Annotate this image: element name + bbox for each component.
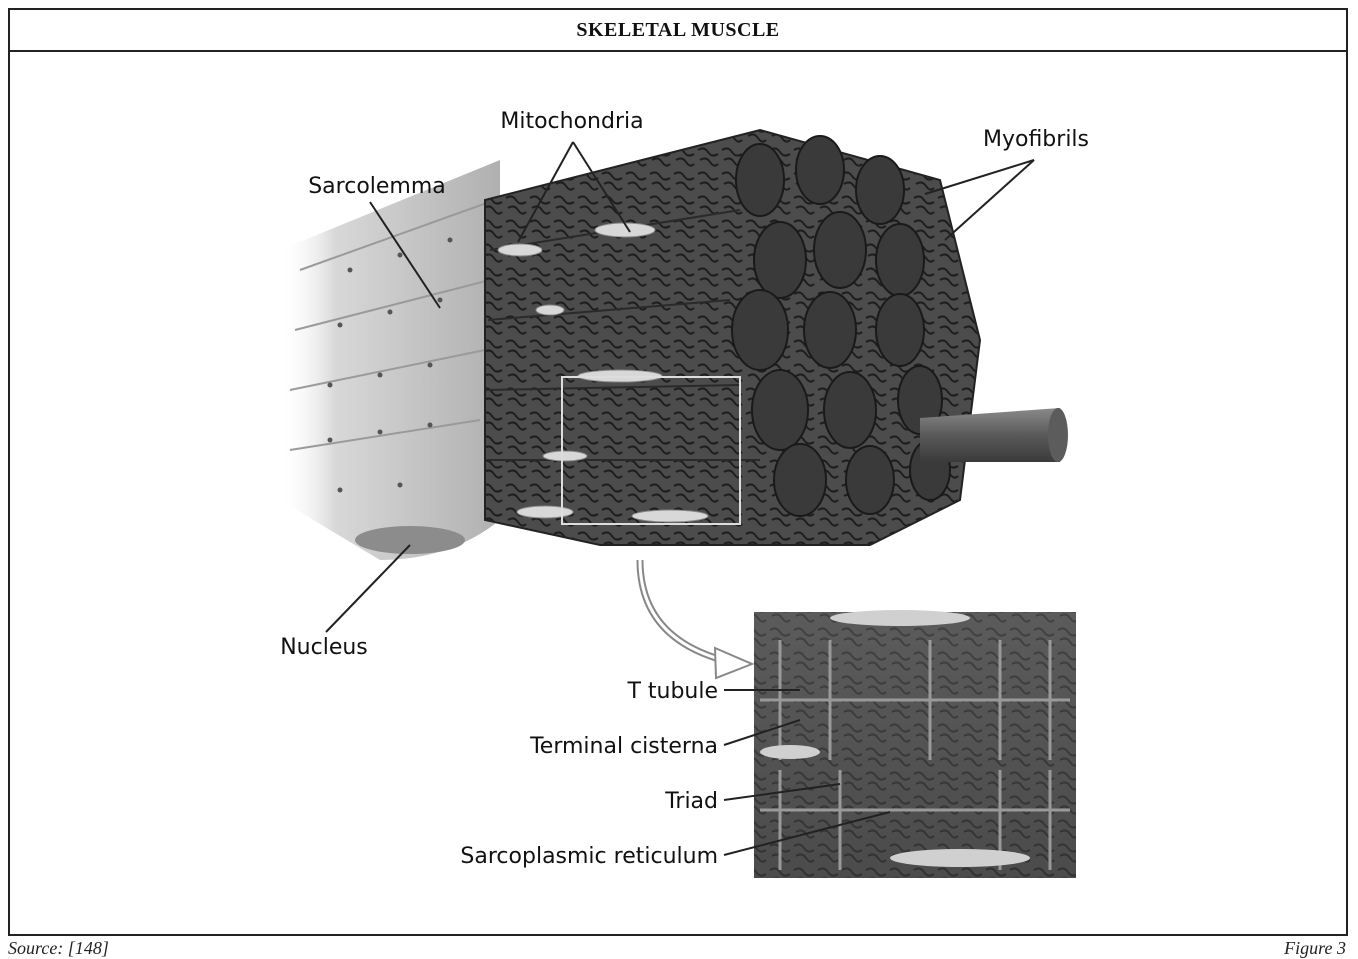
source-citation: Source: [148] — [8, 938, 109, 959]
sarcolemma-fiber — [280, 160, 500, 560]
figure-number: Figure 3 — [1284, 938, 1346, 959]
terminal-cisterna-label: Terminal cisterna — [529, 734, 718, 759]
myofibrils-leader-2 — [945, 160, 1034, 240]
myofibrils-leader-1 — [925, 160, 1034, 194]
t-tubule-label: T tubule — [626, 679, 718, 704]
inset-detail — [754, 610, 1076, 878]
sarcolemma-label: Sarcolemma — [308, 174, 446, 199]
triad-label: Triad — [664, 789, 718, 814]
myofibril-bundle — [485, 130, 1068, 545]
nucleus-label: Nucleus — [280, 635, 368, 660]
nucleus-shape — [355, 526, 465, 554]
myofibrils-label: Myofibrils — [983, 127, 1089, 152]
sarcoplasmic-reticulum-label: Sarcoplasmic reticulum — [460, 844, 718, 869]
mitochondria-label: Mitochondria — [500, 109, 643, 134]
nucleus-leader — [326, 545, 410, 632]
